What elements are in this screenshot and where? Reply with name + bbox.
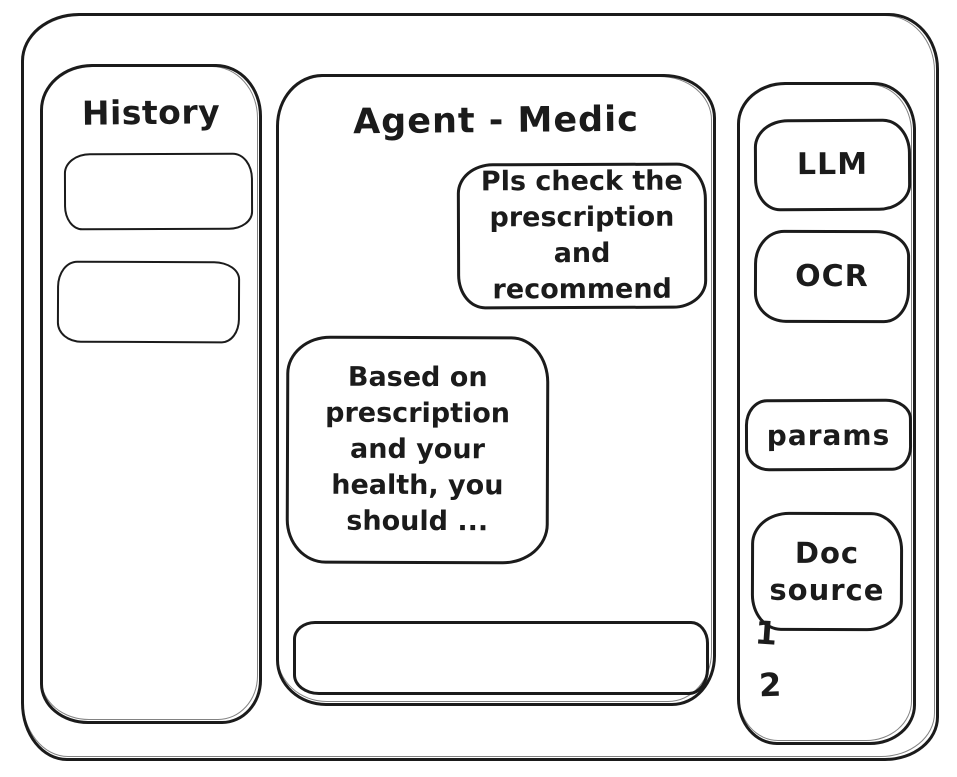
params-button[interactable]: params [744, 398, 913, 472]
llm-button[interactable]: LLM [753, 118, 912, 212]
user-message-bubble: Pls check the prescription and recommend [456, 162, 708, 310]
chat-title: Agent - Medic [352, 99, 640, 143]
history-title: History [81, 92, 221, 133]
chat-panel: Agent - Medic Pls check the prescription… [276, 74, 716, 706]
user-message-text: Pls check the prescription and recommend [480, 165, 683, 306]
doc-source-button[interactable]: Doc source [750, 511, 904, 632]
history-item[interactable] [63, 152, 254, 231]
doc-source-item-1[interactable]: 1 [753, 613, 779, 653]
ocr-button[interactable]: OCR [753, 229, 911, 324]
tools-panel: LLM OCR params Doc source 1 2 [737, 82, 916, 745]
assistant-message-text: Based on prescription and your health, y… [325, 361, 511, 538]
history-item[interactable] [56, 260, 241, 344]
assistant-message-bubble: Based on prescription and your health, y… [285, 335, 550, 565]
doc-source-item-2[interactable]: 2 [758, 665, 782, 705]
history-panel: History [40, 64, 262, 724]
chat-input[interactable] [293, 621, 709, 695]
